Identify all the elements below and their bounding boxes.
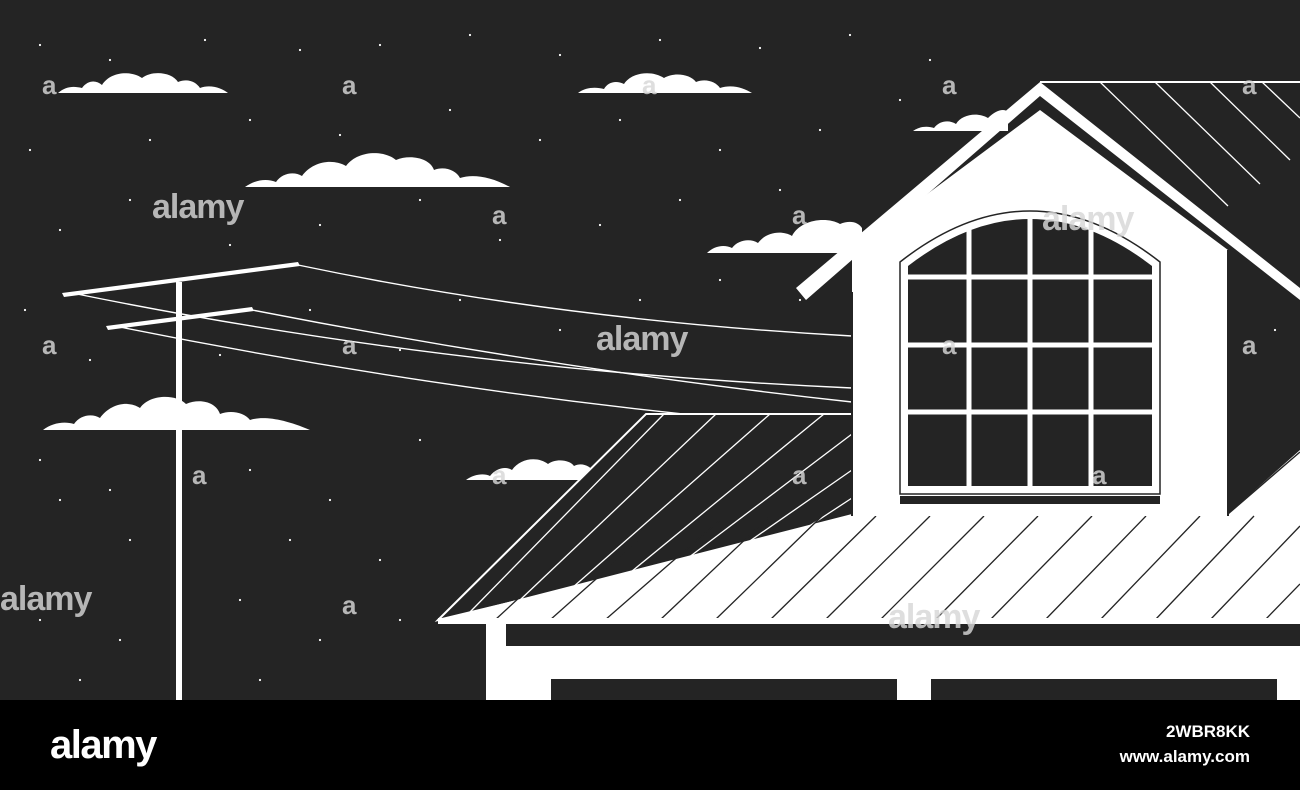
cloud [913,110,1008,131]
star [308,308,312,312]
star [203,38,207,42]
star [1273,328,1277,332]
watermark-letter: a [492,460,507,490]
watermark-letter: a [192,460,207,490]
star [23,308,27,312]
star [678,198,682,202]
house-roof [434,413,1300,624]
star [418,438,422,442]
star [338,133,342,137]
star [288,538,292,542]
watermark-letter: a [1092,460,1107,490]
watermark-letter: a [942,70,957,100]
star [468,33,472,37]
star [558,53,562,57]
star [818,128,822,132]
star [758,46,762,50]
watermark-letter: a [642,70,657,100]
watermark-letter: a [942,330,957,360]
star [58,498,62,502]
star [248,468,252,472]
star [718,148,722,152]
scene-drawing [23,33,1300,700]
cloud [707,220,862,253]
star [378,558,382,562]
star [148,138,152,142]
watermark-letter: a [342,590,357,620]
star [88,358,92,362]
star [618,118,622,122]
star [318,638,322,642]
star [378,43,382,47]
watermark-letter: a [792,200,807,230]
watermark: alamy [1042,200,1134,238]
star [848,33,852,37]
star [658,38,662,42]
star [38,618,42,622]
star [108,488,112,492]
watermark-letter: a [792,460,807,490]
star [38,458,42,462]
cloud [466,459,594,480]
arched-window [899,200,1161,495]
star [718,278,722,282]
star [38,43,42,47]
star [638,298,642,302]
watermark: alamy [596,320,688,358]
cloud [578,73,752,93]
star [398,348,402,352]
star [928,58,932,62]
star [398,618,402,622]
star [558,328,562,332]
star [498,238,502,242]
star [78,678,82,682]
stock-footer: alamy 2WBR8KK www.alamy.com [0,700,1300,790]
star [128,538,132,542]
watermark: alamy [0,580,92,618]
star [228,243,232,247]
star [258,678,262,682]
watermark-letter: a [342,70,357,100]
watermark-letter: a [42,330,57,360]
alamy-logo: alamy [50,723,157,767]
watermark-letter: a [1242,330,1257,360]
star [778,188,782,192]
star [118,638,122,642]
cloud [58,73,228,93]
star [128,198,132,202]
watermark-letter: a [42,70,57,100]
star [298,48,302,52]
watermark: alamy [888,598,980,636]
stars [23,33,1277,682]
cloud [245,153,510,187]
star [418,198,422,202]
watermark-letter: a [1242,70,1257,100]
watermark: alamy [152,188,244,226]
star [458,298,462,302]
garage [486,624,1300,700]
star [248,118,252,122]
star [238,598,242,602]
star [538,138,542,142]
image-id: 2WBR8KK [1165,722,1250,741]
star [448,108,452,112]
star [108,58,112,62]
star [58,228,62,232]
star [218,353,222,357]
star [328,498,332,502]
star [598,223,602,227]
watermark-letter: a [342,330,357,360]
night-house-illustration: alamy alamy alamy alamy alamy a a a a a … [0,0,1300,700]
star [28,148,32,152]
utility-pole [62,262,300,700]
site-url: www.alamy.com [1119,747,1250,766]
star [318,223,322,227]
star [898,98,902,102]
watermark-letter: a [492,200,507,230]
star [798,298,802,302]
